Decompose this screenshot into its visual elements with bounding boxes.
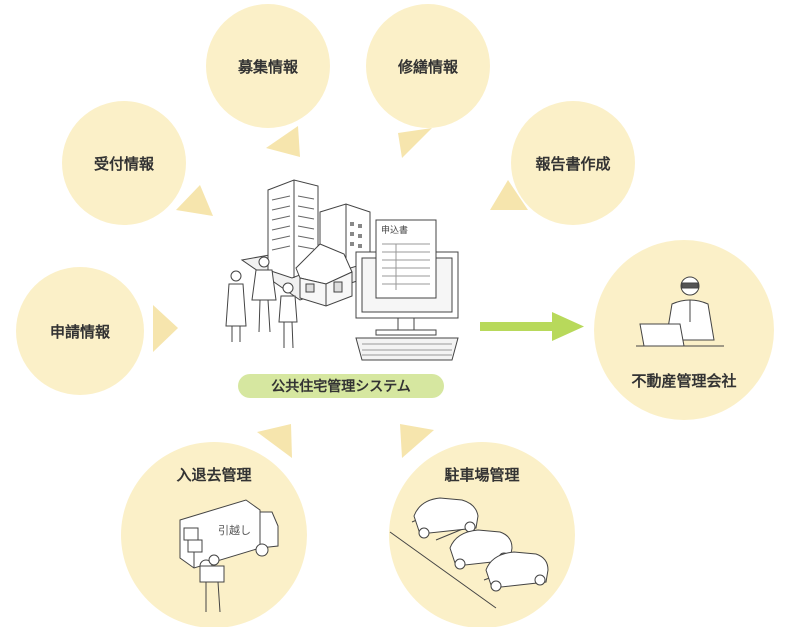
- pointer-uketsuke: [176, 185, 213, 216]
- pointer-hokokusho: [490, 180, 528, 210]
- bubble-label-boshu: 募集情報: [237, 58, 299, 76]
- system-badge: 公共住宅管理システム: [238, 374, 444, 398]
- pointer-chushajo: [400, 424, 434, 458]
- bubble-boshu: 募集情報: [206, 4, 330, 128]
- parking-lot-icon: [389, 497, 549, 609]
- pointer-nyutaikyo: [257, 424, 292, 458]
- bubble-hokokusho: 報告書作成: [511, 101, 635, 225]
- bubble-label-shinsei: 申請情報: [50, 323, 111, 341]
- pointer-shinsei: [153, 305, 178, 352]
- people: [225, 256, 298, 349]
- bubble-label-shuzen: 修繕情報: [397, 58, 459, 76]
- center-illustration: 申込書: [225, 179, 459, 361]
- office-worker-icon: [636, 276, 724, 347]
- arrow-to-company: [480, 312, 584, 341]
- pointer-boshu: [266, 126, 300, 157]
- bubble-uketsuke: 受付情報: [62, 101, 186, 225]
- bubble-shuzen: 修繕情報: [366, 4, 490, 128]
- form-title: 申込書: [381, 224, 408, 236]
- pointers: [153, 126, 528, 458]
- bubble-label-nyutaikyo: 入退去管理: [176, 466, 251, 484]
- pointer-shuzen: [398, 128, 432, 158]
- house: [295, 243, 353, 307]
- bubble-label-uketsuke: 受付情報: [94, 155, 155, 173]
- bubble-label-chushajo: 駐車場管理: [444, 466, 519, 484]
- bubble-label-fudosan: 不動産管理会社: [631, 372, 736, 390]
- bubble-label-hokokusho: 報告書作成: [535, 155, 610, 173]
- car-3: [485, 551, 549, 592]
- system-label: 公共住宅管理システム: [271, 378, 411, 395]
- bubble-shinsei: 申請情報: [16, 267, 144, 395]
- car-1: [413, 497, 479, 539]
- truck-text: 引越し: [218, 523, 251, 537]
- moving-truck-icon: 引越し: [179, 499, 279, 613]
- form-document: 申込書: [375, 219, 437, 299]
